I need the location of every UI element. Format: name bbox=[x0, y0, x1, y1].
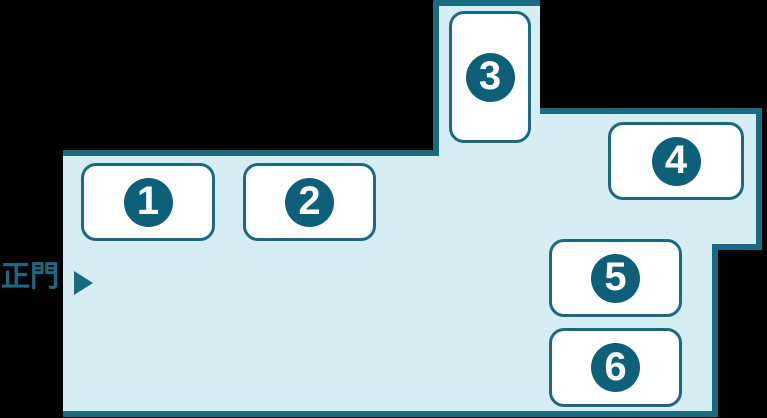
building-box-2: 2 bbox=[243, 163, 376, 241]
main-gate-arrow-icon bbox=[74, 271, 93, 295]
building-number-badge-6: 6 bbox=[591, 343, 640, 392]
building-number-badge-1: 1 bbox=[123, 177, 173, 227]
boundary-wall-top-left bbox=[63, 0, 540, 156]
main-gate-label: 正門 bbox=[1, 261, 60, 293]
building-box-1: 1 bbox=[81, 163, 215, 241]
building-box-5: 5 bbox=[549, 239, 682, 317]
building-number-badge-4: 4 bbox=[651, 136, 701, 186]
building-number-badge-2: 2 bbox=[285, 177, 334, 227]
building-box-3: 3 bbox=[449, 11, 531, 143]
building-box-4: 4 bbox=[608, 122, 744, 200]
building-number-badge-5: 5 bbox=[591, 253, 640, 303]
building-number-badge-3: 3 bbox=[465, 52, 515, 102]
boundary-wall-right-bottom bbox=[63, 108, 762, 417]
building-box-6: 6 bbox=[549, 328, 682, 407]
